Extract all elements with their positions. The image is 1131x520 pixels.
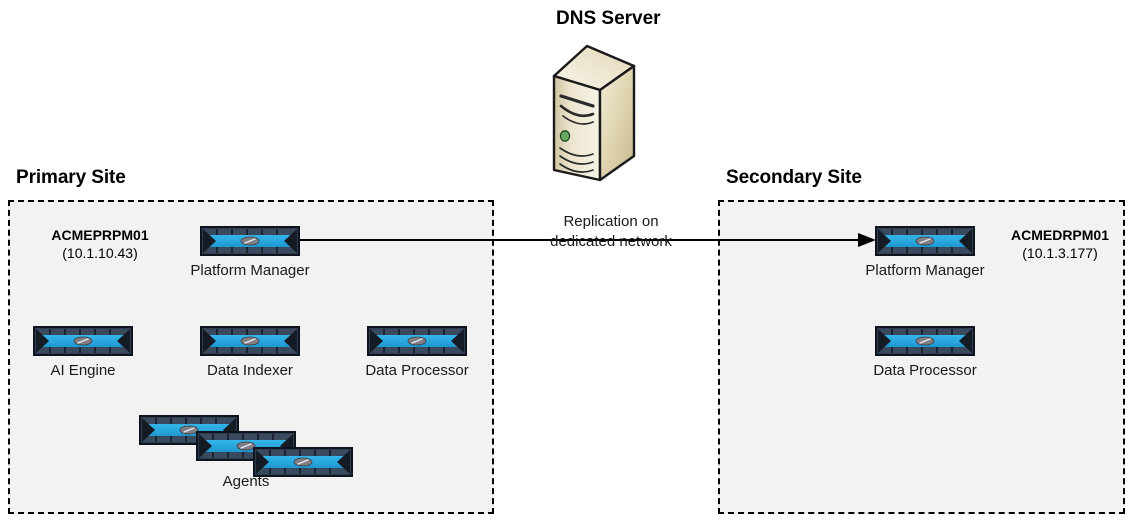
primary-ai-engine-icon[interactable]: [33, 326, 133, 356]
secondary-platform-manager-icon[interactable]: [875, 226, 975, 256]
primary-platform-manager-label: Platform Manager: [190, 262, 310, 279]
primary-agents-label: Agents: [222, 473, 270, 490]
primary-host-ip: (10.1.10.43): [62, 244, 138, 261]
replication-label-line2: dedicated network: [550, 232, 672, 250]
secondary-host-ip: (10.1.3.177): [1022, 244, 1098, 261]
secondary-platform-manager-label: Platform Manager: [865, 262, 985, 279]
secondary-data-processor-label: Data Processor: [873, 362, 977, 379]
secondary-site-title: Secondary Site: [726, 167, 862, 188]
secondary-data-processor-icon[interactable]: [875, 326, 975, 356]
primary-data-indexer-label: Data Indexer: [207, 362, 293, 379]
primary-host-annotation: ACMEPRPM01 (10.1.10.43): [20, 227, 180, 262]
primary-host-name: ACMEPRPM01: [51, 227, 149, 243]
replication-label-line1: Replication on: [563, 213, 659, 230]
dns-server-title: DNS Server: [556, 8, 661, 29]
primary-platform-manager-icon[interactable]: [200, 226, 300, 256]
secondary-host-annotation: ACMEDRPM01 (10.1.3.177): [990, 227, 1130, 262]
primary-ai-engine-label: AI Engine: [50, 362, 116, 379]
primary-data-indexer-icon[interactable]: [200, 326, 300, 356]
primary-site-title: Primary Site: [16, 167, 126, 188]
replication-label: Replication on dedicated network: [521, 212, 701, 251]
secondary-host-name: ACMEDRPM01: [1010, 227, 1109, 243]
server-tower-icon: [548, 44, 640, 184]
primary-data-processor-icon[interactable]: [367, 326, 467, 356]
network-device-stack-icon[interactable]: [139, 415, 354, 477]
primary-data-processor-label: Data Processor: [365, 362, 469, 379]
